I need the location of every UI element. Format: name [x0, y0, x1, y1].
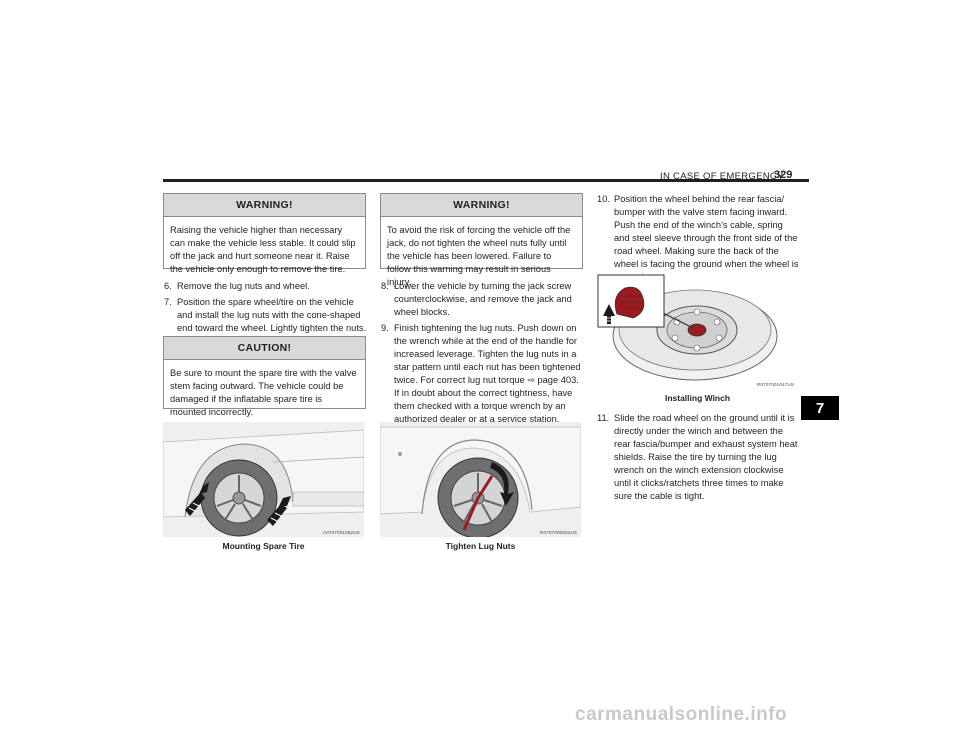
chapter-tab[interactable]: 7	[801, 396, 839, 420]
caution-title: CAUTION!	[164, 337, 365, 360]
figure-code: R0707000504US	[540, 530, 578, 535]
warning-box-1: WARNING! Raising the vehicle higher than…	[163, 193, 366, 274]
step-number: 9.	[381, 323, 389, 333]
warning-box-2: WARNING! To avoid the risk of forcing th…	[380, 193, 583, 287]
warning-text: To avoid the risk of forcing the vehicle…	[387, 225, 571, 287]
step-text: Finish tightening the lug nuts. Push dow…	[394, 322, 586, 426]
step-text: Slide the road wheel on the ground until…	[614, 413, 798, 501]
figure-caption: Tighten Lug Nuts	[445, 541, 516, 551]
running-header: IN CASE OF EMERGENCY	[660, 171, 784, 182]
step-6: 6. Remove the lug nuts and wheel.	[164, 280, 369, 293]
page-reference-arrow-icon: ⇨	[527, 375, 535, 385]
step-text: Position the spare wheel/tire on the veh…	[177, 297, 367, 333]
figure-code: A0707001062US	[323, 530, 360, 535]
installing-winch-illustration: R0707001047US	[597, 274, 798, 389]
spare-tire-drawing	[163, 422, 364, 537]
step-number: 10.	[597, 194, 610, 204]
step-number: 6.	[164, 281, 172, 291]
step-text: Lower the vehicle by turning the jack sc…	[394, 281, 572, 317]
step-text-b: If in doubt about the correct tightness,…	[394, 388, 573, 424]
mounting-spare-tire-illustration: A0707001062US	[163, 422, 364, 537]
caution-box: CAUTION! Be sure to mount the spare tire…	[163, 336, 366, 417]
figure-caption: Installing Winch	[664, 393, 731, 403]
caution-text: Be sure to mount the spare tire with the…	[170, 368, 357, 417]
step-10: 10. Position the wheel behind the rear f…	[597, 193, 800, 284]
step-7: 7. Position the spare wheel/tire on the …	[164, 296, 369, 335]
step-text: Remove the lug nuts and wheel.	[177, 281, 310, 291]
warning-title: WARNING!	[381, 194, 582, 217]
step-number: 11.	[597, 413, 610, 423]
step-9: 9. Finish tightening the lug nuts. Push …	[381, 322, 586, 426]
page-reference-link[interactable]: page 403.	[537, 375, 579, 385]
step-8: 8. Lower the vehicle by turning the jack…	[381, 280, 586, 319]
step-number: 8.	[381, 281, 389, 291]
tighten-lug-nuts-illustration: R0707000504US	[380, 422, 581, 537]
page-number: 329	[774, 169, 793, 181]
header-rule	[163, 179, 809, 182]
warning-title: WARNING!	[164, 194, 365, 217]
step-text: Position the wheel behind the rear fasci…	[614, 194, 799, 282]
figure-code: R0707001047US	[757, 382, 795, 387]
winch-drawing	[597, 274, 778, 381]
step-text-a: Finish tightening the lug nuts. Push dow…	[394, 323, 581, 385]
step-11: 11. Slide the road wheel on the ground u…	[597, 412, 800, 503]
watermark: carmanualsonline.info	[575, 704, 788, 725]
step-number: 7.	[164, 297, 172, 307]
warning-text: Raising the vehicle higher than necessar…	[170, 225, 356, 274]
lug-wrench-drawing	[380, 422, 581, 537]
figure-caption: Mounting Spare Tire	[222, 541, 305, 551]
